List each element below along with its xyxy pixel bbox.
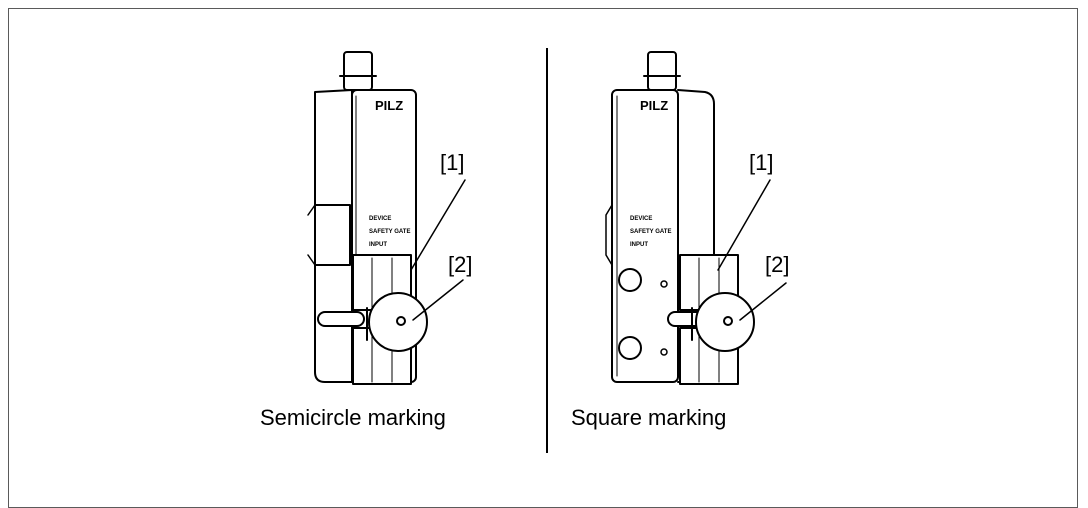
left-housing-back <box>314 89 353 383</box>
right-panel-line-1: DEVICE <box>630 216 652 222</box>
right-connector <box>647 51 677 91</box>
left-panel-line-3: INPUT <box>369 242 387 248</box>
left-caption: Semicircle marking <box>260 405 446 430</box>
right-brand-logo: PILZ <box>640 98 668 113</box>
right-housing-front <box>611 89 679 383</box>
center-divider <box>546 48 548 453</box>
left-connector <box>343 51 373 91</box>
left-callout-2: [2] <box>448 252 473 277</box>
right-mount-hole-lower <box>618 336 642 360</box>
left-callout-1: [1] <box>440 150 465 175</box>
right-mount-hole-upper <box>618 268 642 292</box>
left-panel-line-1: DEVICE <box>369 216 391 222</box>
right-panel-line-3: INPUT <box>630 242 648 248</box>
right-callout-2: [2] <box>765 252 790 277</box>
device-illustrations: PILZ DEVICE SAFETY GATE INPUT <box>307 51 787 385</box>
left-brand-logo: PILZ <box>375 98 403 113</box>
right-callout-1: [1] <box>749 150 774 175</box>
right-device: PILZ DEVICE SAFETY GATE INPUT <box>605 51 787 385</box>
left-panel-line-2: SAFETY GATE <box>369 229 410 235</box>
right-caption: Square marking <box>571 405 727 430</box>
right-panel-line-2: SAFETY GATE <box>630 229 671 235</box>
left-device: PILZ DEVICE SAFETY GATE INPUT <box>307 51 466 385</box>
